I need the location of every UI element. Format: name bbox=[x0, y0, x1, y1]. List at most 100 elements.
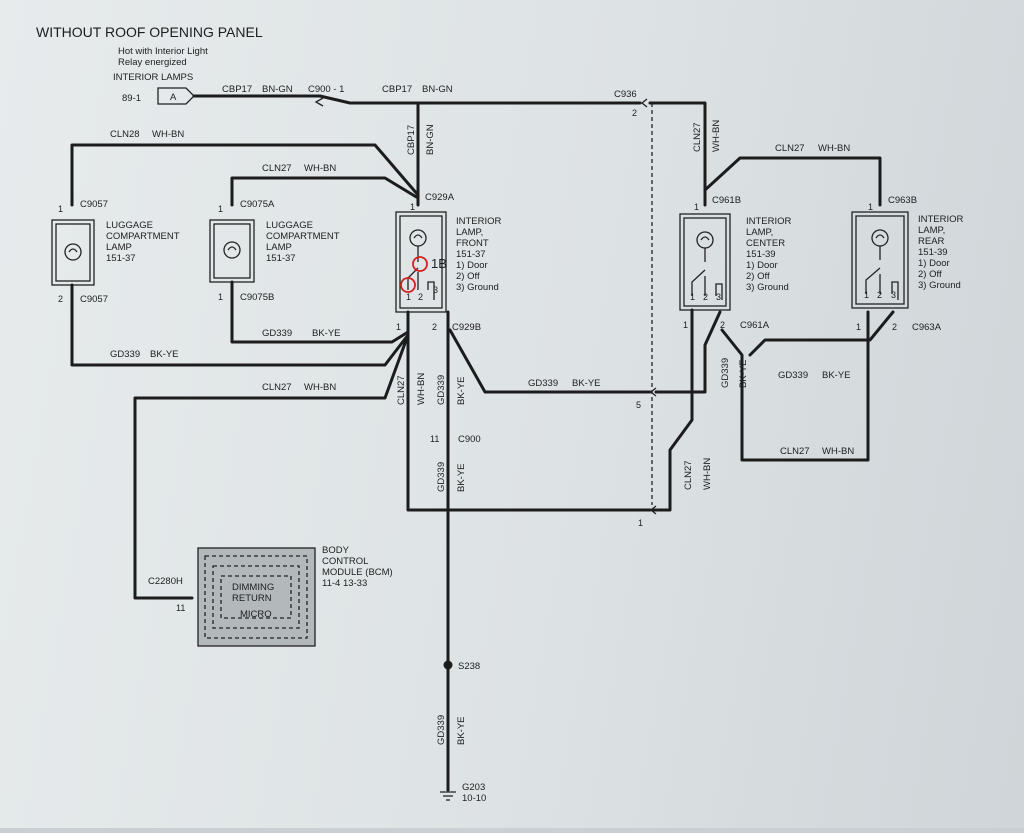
rear-lamp-line3: REAR bbox=[918, 236, 945, 247]
wire-front-pin2-gd339 bbox=[448, 328, 652, 394]
ground-bk-ye: BK-YE bbox=[456, 716, 467, 745]
wire-label-cln27-b: CLN27 bbox=[262, 382, 292, 393]
rear-lamp-opt1: 1) Door bbox=[918, 258, 950, 269]
c936-pin1: 1 bbox=[638, 518, 643, 528]
center-lamp-opt2: 2) Off bbox=[746, 271, 770, 282]
wire-label-cln27-a: CLN27 bbox=[262, 163, 292, 174]
bcm-inner-micro: MICRO bbox=[240, 609, 272, 620]
luggage-lamp-1-line2: COMPARTMENT bbox=[106, 231, 180, 242]
wire-label-gd339-d: GD339 bbox=[778, 370, 808, 381]
wire-label-bk-ye-a: BK-YE bbox=[150, 349, 179, 360]
lamp2-pin1: 1 bbox=[218, 204, 223, 214]
c929a-pin1: 1 bbox=[410, 202, 415, 212]
luggage-lamp-2-line1: LUGGAGE bbox=[266, 220, 313, 231]
center-lamp-opt3: 3) Ground bbox=[746, 282, 789, 293]
wire-label-wh-bn-b: WH-BN bbox=[304, 382, 336, 393]
center-lamp-line1: INTERIOR bbox=[746, 216, 792, 227]
wire-label-wh-bn-c: WH-BN bbox=[818, 143, 850, 154]
front-wire-bn-gn: BN-GN bbox=[425, 124, 436, 155]
wire-label-cln28: CLN28 bbox=[110, 129, 140, 140]
feed-tag-shape bbox=[157, 87, 195, 105]
luggage-lamp-1-box bbox=[51, 219, 95, 286]
luggage-lamp-1-line3: LAMP bbox=[106, 242, 132, 253]
splice-s238-label: S238 bbox=[458, 661, 480, 672]
bcm-inner-2 bbox=[212, 565, 300, 629]
front-lamp-opt1: 1) Door bbox=[456, 260, 488, 271]
wire-cln27-bcm bbox=[133, 333, 410, 600]
lower-gd339: GD339 bbox=[436, 462, 447, 492]
front-pin2: 2 bbox=[418, 292, 423, 302]
front-lamp-line1: INTERIOR bbox=[456, 216, 502, 227]
connector-c936: C936 bbox=[614, 89, 637, 100]
wire-rear-gd339 bbox=[748, 310, 895, 357]
c936-right-wh-bn: WH-BN bbox=[711, 120, 722, 152]
connector-c9075b: C9075B bbox=[240, 292, 274, 303]
bcm-box bbox=[197, 547, 316, 647]
connector-c963b: C963B bbox=[888, 195, 917, 206]
front-lamp-opt3: 3) Ground bbox=[456, 282, 499, 293]
front-out-wh-bn: WH-BN bbox=[416, 373, 427, 405]
c936-pin2: 2 bbox=[632, 108, 637, 118]
wire-label-gd339-a: GD339 bbox=[110, 349, 140, 360]
wire-center-gd339 bbox=[654, 310, 722, 394]
front-lamp-callout-label: 1B bbox=[431, 256, 447, 271]
ground-gd339: GD339 bbox=[436, 715, 447, 745]
luggage-lamp-2-filament-icon bbox=[227, 246, 237, 251]
wire-label-bk-ye-c: BK-YE bbox=[572, 378, 601, 389]
c929b-pin2: 2 bbox=[432, 322, 437, 332]
front-pin1: 1 bbox=[406, 292, 411, 302]
luggage-lamp-2-line2: COMPARTMENT bbox=[266, 231, 340, 242]
wire-label-wh-bn-d: WH-BN bbox=[822, 446, 854, 457]
luggage-lamp-2-bulb-icon bbox=[223, 241, 241, 259]
feed-ref: 89-1 bbox=[122, 93, 141, 104]
wire-label-bn-gn-2: BN-GN bbox=[422, 84, 453, 95]
feed-note-line2: Relay energized bbox=[118, 57, 187, 68]
rear-lamp-switch bbox=[865, 246, 899, 300]
front-wire-cbp17: CBP17 bbox=[406, 125, 417, 155]
c936-arrow bbox=[640, 98, 648, 108]
front-lamp-callout-circle-1b bbox=[412, 256, 428, 272]
connector-c963a: C963A bbox=[912, 322, 942, 333]
connector-c961b: C961B bbox=[712, 195, 741, 206]
connector-c900: C900 bbox=[458, 434, 481, 445]
bcm-inner-1 bbox=[204, 555, 308, 639]
wire-label-gd339-b: GD339 bbox=[262, 328, 292, 339]
rear-lamp-box bbox=[851, 211, 909, 309]
connector-c929a: C929A bbox=[425, 192, 455, 203]
front-lamp-line2: LAMP, bbox=[456, 227, 483, 238]
rear-lamp-filament-icon bbox=[875, 234, 885, 239]
rear-out-pin1: 1 bbox=[856, 322, 861, 332]
front-lamp-line3: FRONT bbox=[456, 238, 489, 249]
wire-label-bk-ye-b: BK-YE bbox=[312, 328, 341, 339]
wire-c936-right bbox=[648, 101, 707, 207]
center-lamp-bulb-icon bbox=[696, 231, 714, 249]
lamp2-pin1-bottom: 1 bbox=[218, 292, 223, 302]
connector-c9075a: C9075A bbox=[240, 199, 275, 210]
center-lamp-opt1: 1) Door bbox=[746, 260, 778, 271]
connector-c929b: C929B bbox=[452, 322, 481, 333]
wire-cln28 bbox=[70, 143, 420, 207]
feed-tag: A bbox=[170, 92, 177, 103]
connector-c900-1: C900 - 1 bbox=[308, 84, 344, 95]
center-lamp-filament-icon bbox=[700, 236, 710, 241]
luggage-lamp-1-ref: 151-37 bbox=[106, 253, 136, 264]
wire-label-wh-bn: WH-BN bbox=[152, 129, 184, 140]
luggage-lamp-1-bulb-icon bbox=[64, 243, 82, 261]
wire-center-pin2-right bbox=[720, 310, 870, 462]
rear-lamp-line1: INTERIOR bbox=[918, 214, 964, 225]
center-lamp-line2: LAMP, bbox=[746, 227, 773, 238]
connector-c9057-bottom: C9057 bbox=[80, 294, 108, 305]
front-lamp-opt2: 2) Off bbox=[456, 271, 480, 282]
wire-feed-top bbox=[192, 94, 642, 105]
luggage-lamp-1-filament-icon bbox=[68, 248, 78, 253]
center-pin2: 2 bbox=[703, 292, 708, 302]
rear-pin3: 3 bbox=[891, 290, 896, 300]
luggage-lamp-1-line1: LUGGAGE bbox=[106, 220, 153, 231]
ground-g203-ref: 10-10 bbox=[462, 793, 486, 804]
bcm-line1: BODY bbox=[322, 545, 350, 556]
center-lamp-ref: 151-39 bbox=[746, 249, 776, 260]
wire-label-gd339-c: GD339 bbox=[528, 378, 558, 389]
splice-s238-dot bbox=[443, 660, 453, 670]
c2280h-pin11: 11 bbox=[176, 603, 185, 613]
